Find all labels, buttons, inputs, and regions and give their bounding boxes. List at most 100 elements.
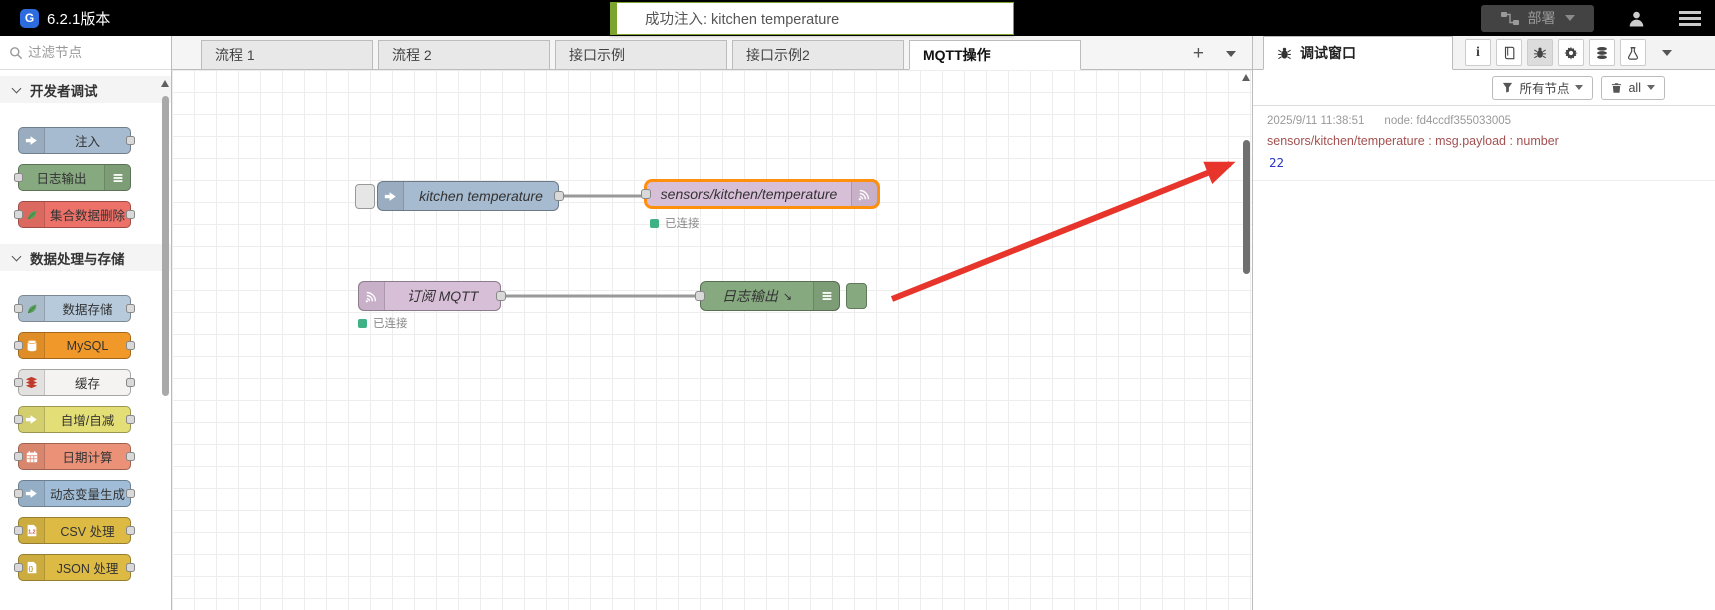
flow-tab-bar: 流程 1 流程 2 接口示例 接口示例2 MQTT操作 + (172, 36, 1252, 70)
port-out[interactable] (496, 291, 506, 301)
deploy-button[interactable]: 部署 (1481, 4, 1594, 32)
palette-node-csv[interactable]: 1,2 CSV 处理 (14, 517, 135, 544)
canvas-node-mqtt-in[interactable]: 订阅 MQTT (358, 281, 506, 311)
canvas-node-inject[interactable]: kitchen temperature (377, 181, 564, 211)
tab-mqtt-active[interactable]: MQTT操作 (909, 40, 1081, 70)
tab-list-caret-icon[interactable] (1226, 51, 1236, 57)
canvas-node-label: 订阅 MQTT (406, 288, 479, 304)
palette-node-cache[interactable]: 缓存 (14, 369, 135, 396)
palette-node-date-calc[interactable]: 日期计算 (14, 443, 135, 470)
config-tab-button[interactable] (1558, 39, 1584, 66)
palette-node-increment[interactable]: 自增/自减 (14, 406, 135, 433)
port-out[interactable] (126, 563, 135, 572)
clear-messages-button[interactable]: all (1601, 75, 1665, 100)
context-tab-button[interactable] (1589, 39, 1615, 66)
add-flow-button[interactable]: + (1192, 43, 1204, 64)
port-out[interactable] (126, 210, 135, 219)
port-out[interactable] (126, 378, 135, 387)
flask-icon (1627, 46, 1639, 60)
palette-node-dynamic-var[interactable]: 动态变量生成 (14, 480, 135, 507)
flow-canvas[interactable]: kitchen temperature sensors/kitchen/temp… (172, 70, 1252, 610)
node-status-connected: 已连接 (650, 215, 700, 231)
palette-node-mysql[interactable]: MySQL (14, 332, 135, 359)
palette-section-title: 开发者调试 (30, 83, 98, 99)
deploy-caret-icon[interactable] (1564, 15, 1575, 21)
port-in[interactable] (695, 291, 705, 301)
palette-node-inject[interactable]: 注入 (18, 127, 135, 154)
port-out[interactable] (126, 489, 135, 498)
port-out[interactable] (126, 304, 135, 313)
port-out[interactable] (126, 452, 135, 461)
port-in[interactable] (14, 415, 23, 424)
status-label: 已连接 (373, 318, 408, 330)
palette-node-label: 缓存 (74, 377, 100, 391)
clear-caret-icon (1647, 85, 1655, 90)
palette-node-data-store[interactable]: 数据存储 (14, 295, 135, 322)
palette-search (0, 36, 171, 70)
user-icon[interactable] (1628, 10, 1645, 27)
tab-api-example[interactable]: 接口示例 (555, 40, 727, 70)
palette-node-label: 数据存储 (62, 303, 113, 317)
port-in[interactable] (14, 563, 23, 572)
test-tab-button[interactable] (1620, 39, 1646, 66)
palette-scrollbar-thumb[interactable] (162, 96, 169, 396)
palette-scrollbar[interactable] (161, 80, 170, 606)
app-version-title: 6.2.1版本 (47, 10, 111, 28)
palette-section-dev-debug[interactable]: 开发者调试 (0, 76, 171, 103)
palette-node-debug[interactable]: 日志输出 (14, 164, 131, 191)
port-in[interactable] (14, 378, 23, 387)
filter-nodes-button[interactable]: 所有节点 (1492, 75, 1594, 100)
port-in[interactable] (14, 452, 23, 461)
debug-message-meta: 2025/9/11 11:38:51 node: fd4ccdf35503300… (1267, 115, 1701, 127)
port-out[interactable] (126, 341, 135, 350)
menu-icon[interactable] (1679, 10, 1701, 26)
debug-enable-toggle[interactable] (846, 283, 867, 309)
tab-flow-2[interactable]: 流程 2 (378, 40, 550, 70)
filter-caret-icon (1575, 85, 1584, 90)
sidebar-menu-caret-icon[interactable] (1662, 49, 1672, 56)
funnel-icon (1503, 82, 1513, 93)
canvas-scrollbar-thumb[interactable] (1243, 140, 1250, 274)
debug-tab-button[interactable] (1527, 39, 1553, 66)
inject-arrow-icon (19, 481, 45, 506)
port-in[interactable] (641, 189, 651, 199)
port-in[interactable] (14, 210, 23, 219)
tab-debug-window[interactable]: 调试窗口 (1263, 36, 1453, 70)
gear-icon (1564, 46, 1578, 60)
inject-trigger-button[interactable] (355, 184, 375, 209)
tab-api-example-2[interactable]: 接口示例2 (732, 40, 904, 70)
port-out[interactable] (126, 136, 135, 145)
info-tab-button[interactable]: i (1465, 39, 1491, 66)
debug-sidebar: 调试窗口 i 所有节点 all (1252, 36, 1715, 610)
scroll-up-icon[interactable] (1242, 74, 1250, 81)
canvas-node-debug[interactable]: 日志输出↘ (695, 281, 840, 311)
tab-bar-actions: + (1192, 43, 1252, 69)
inject-arrow-icon (378, 182, 404, 210)
notification-toast: 成功注入: kitchen temperature (610, 2, 1014, 35)
palette-node-label: 日志输出 (36, 172, 87, 186)
port-out[interactable] (554, 191, 564, 201)
debug-jump-icon: ↘ (782, 290, 793, 303)
port-out[interactable] (126, 526, 135, 535)
tab-flow-1[interactable]: 流程 1 (201, 40, 373, 70)
palette-section-data-storage[interactable]: 数据处理与存储 (0, 244, 171, 271)
port-in[interactable] (14, 173, 23, 182)
port-in[interactable] (14, 489, 23, 498)
csv-file-icon: 1,2 (19, 518, 45, 543)
main-layout: 开发者调试 注入 日志输出 集合数据删除 数据处理与存储 (0, 36, 1715, 610)
port-in[interactable] (14, 526, 23, 535)
help-tab-button[interactable] (1496, 39, 1522, 66)
palette-node-collection-delete[interactable]: 集合数据删除 (14, 201, 135, 228)
canvas-node-mqtt-out[interactable]: sensors/kitchen/temperature (641, 179, 880, 209)
scroll-up-icon[interactable] (161, 80, 169, 87)
debug-lines-icon (104, 165, 130, 190)
palette-node-label: JSON 处理 (56, 562, 119, 576)
palette-node-json[interactable]: {} JSON 处理 (14, 554, 135, 581)
database-stack-icon (1597, 46, 1607, 59)
port-in[interactable] (14, 304, 23, 313)
port-out[interactable] (126, 415, 135, 424)
search-input[interactable] (0, 36, 171, 69)
canvas-scrollbar[interactable] (1242, 74, 1251, 606)
port-in[interactable] (14, 341, 23, 350)
annotation-layer (890, 161, 1236, 302)
